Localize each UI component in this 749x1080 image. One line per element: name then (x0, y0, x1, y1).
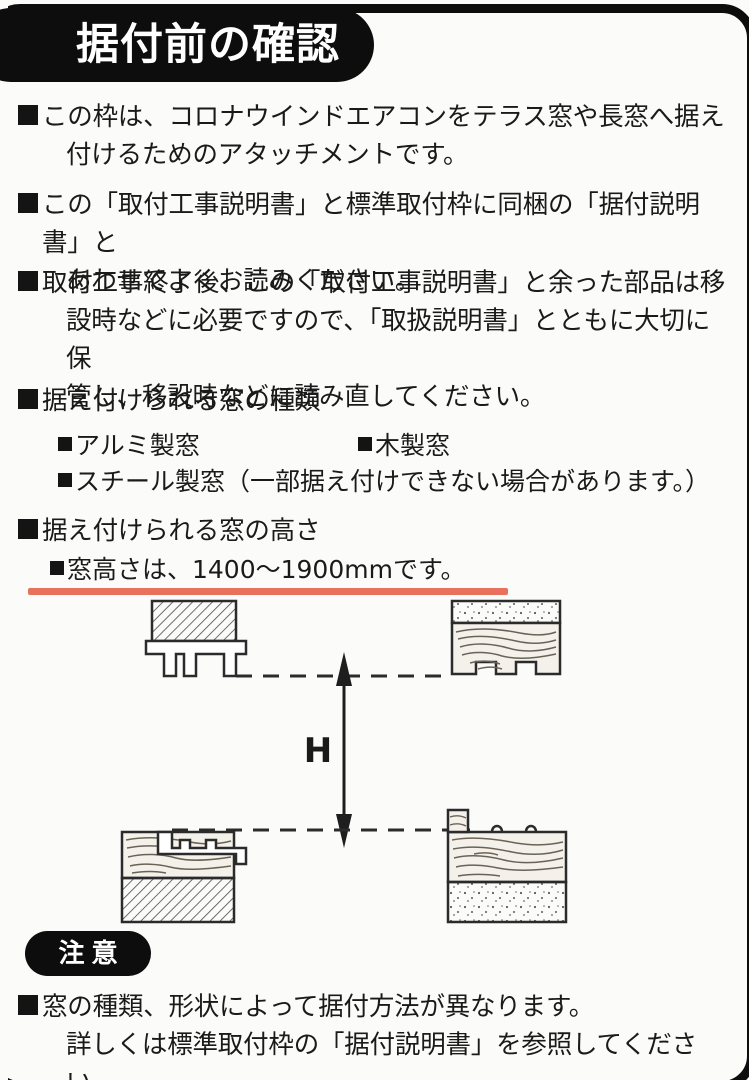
diagram-bottom-right-sill (446, 808, 568, 924)
window-type-aluminum: アルミ製窓 (58, 428, 358, 464)
page-title: 据付前の確認 (76, 19, 340, 70)
bullet-line: この「取付工事説明書」と標準取付枠に同梱の「据付説明書」と (42, 190, 700, 258)
window-types-row-2: スチール製窓（一部据え付けできない場合があります。） (58, 464, 748, 500)
bullet-square-icon (18, 105, 38, 125)
bullet-square-icon (18, 193, 38, 213)
window-type-label: 木製窓 (375, 431, 451, 460)
window-types-section: 据え付けられる窓の種類 (18, 382, 734, 420)
bullet-line: 取付工事終了後、この「取付工事説明書」と余った部品は移 (42, 268, 726, 298)
bullet-text-2: この「取付工事説明書」と標準取付枠に同梱の「据付説明書」と あわせてよくお読みく… (42, 186, 734, 300)
bullet-line: 付けるためのアタッチメントです。 (66, 140, 469, 170)
window-type-label: スチール製窓（一部据え付けできない場合があります。） (75, 467, 711, 496)
bullet-square-icon (18, 271, 38, 291)
bullet-square-icon (18, 995, 38, 1015)
caution-section: 窓の種類、形状によって据付方法が異なります。 詳しくは標準取付枠の「据付説明書」… (18, 988, 734, 1080)
red-underline (28, 588, 508, 595)
bullet-item-2: この「取付工事説明書」と標準取付枠に同梱の「据付説明書」と あわせてよくお読みく… (18, 186, 734, 300)
diagram-top-left-aluminium-frame (144, 599, 248, 678)
bullet-item-3: 取付工事終了後、この「取付工事説明書」と余った部品は移 設時などに必要ですので、… (18, 264, 734, 416)
bullet-square-icon (18, 519, 38, 539)
diagram-bottom-left-sill (120, 830, 248, 924)
bullet-item-1: この枠は、コロナウインドエアコンをテラス窓や長窓へ据え 付けるためのアタッチメン… (18, 98, 734, 174)
page-border-left-mask (0, 0, 8, 1080)
caution-text: 窓の種類、形状によって据付方法が異なります。 詳しくは標準取付枠の「据付説明書」… (42, 988, 734, 1080)
bullet-text-1: この枠は、コロナウインドエアコンをテラス窓や長窓へ据え 付けるためのアタッチメン… (42, 98, 725, 174)
window-height-section: 据え付けられる窓の高さ (18, 512, 734, 550)
bullet-square-small-icon (50, 561, 64, 575)
caution-line: 窓の種類、形状によって据付方法が異なります。 (42, 992, 595, 1022)
bullet-square-small-icon (58, 473, 72, 487)
caution-badge-label: 注意 (58, 938, 125, 969)
page-title-banner: 据付前の確認 (0, 8, 374, 82)
window-types-heading: 据え付けられる窓の種類 (42, 386, 321, 416)
window-type-label: アルミ製窓 (75, 431, 200, 460)
bullet-square-small-icon (358, 437, 372, 451)
bullet-text-3: 取付工事終了後、この「取付工事説明書」と余った部品は移 設時などに必要ですので、… (42, 264, 734, 416)
bullet-line: この枠は、コロナウインドエアコンをテラス窓や長窓へ据え (42, 102, 725, 132)
diagram-dimension-label: H (304, 731, 332, 771)
bullet-line: 管し、移設時などに読み直してください。 (66, 382, 546, 412)
window-type-wood: 木製窓 (358, 428, 450, 464)
window-height-heading: 据え付けられる窓の高さ (42, 516, 321, 546)
bullet-square-icon (18, 389, 38, 409)
window-height-detail-row: 窓高さは、1400〜1900mmです。 (50, 552, 740, 588)
window-height-detail: 窓高さは、1400〜1900mmです。 (67, 555, 466, 584)
bullet-line: あわせてよくお読みください。 (66, 266, 421, 296)
window-types-row-1: アルミ製窓 木製窓 (58, 428, 734, 464)
diagram-dimension-arrow (336, 652, 352, 848)
caution-line: 詳しくは標準取付枠の「据付説明書」を参照してください。 (66, 1030, 697, 1080)
window-height-diagram: H (0, 596, 749, 926)
bullet-square-small-icon (58, 437, 72, 451)
caution-badge: 注意 (25, 931, 151, 976)
bullet-line: 設時などに必要ですので、「取扱説明書」とともに大切に保 (66, 306, 711, 374)
diagram-top-right-wood-frame (450, 599, 562, 676)
window-type-steel: スチール製窓（一部据え付けできない場合があります。） (58, 464, 748, 500)
